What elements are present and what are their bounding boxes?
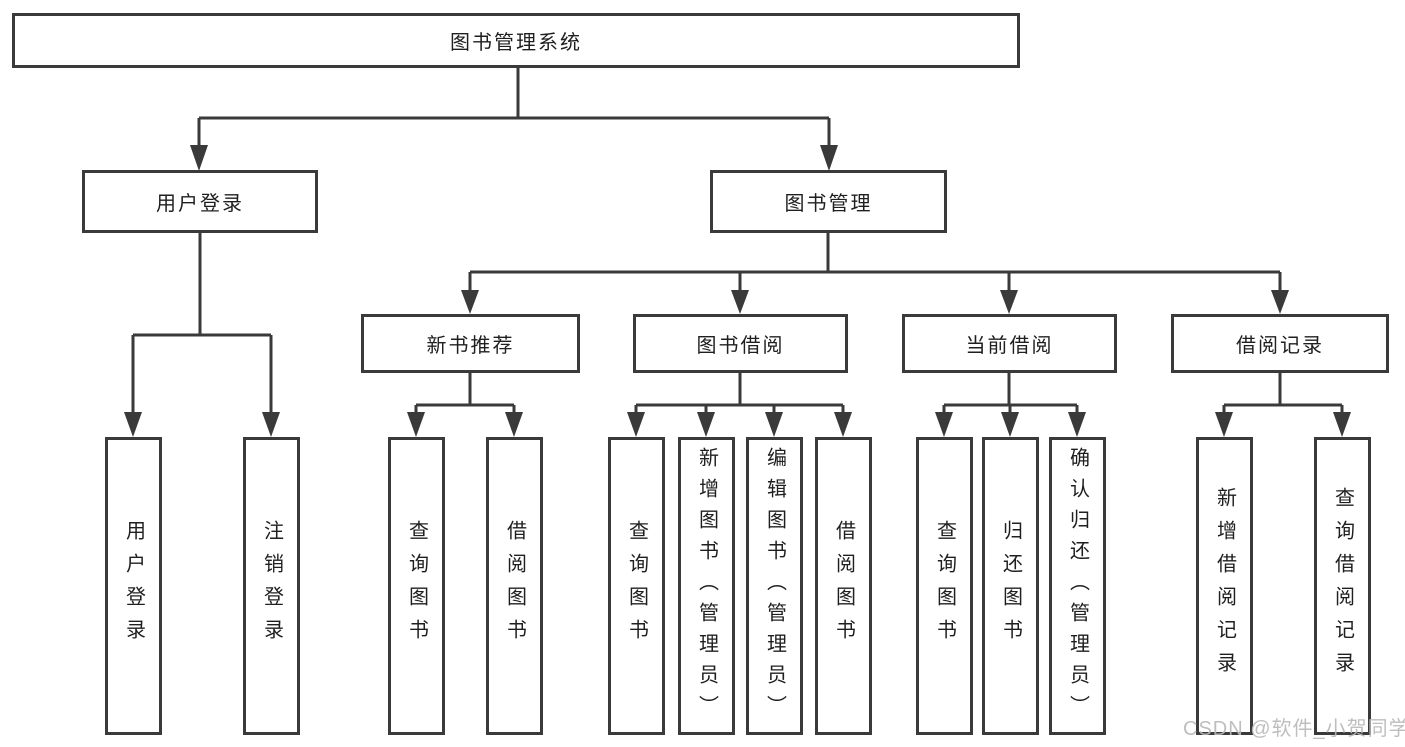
- node-label: 图书借阅: [696, 335, 785, 357]
- leaf-edit-books-admin: 编辑图书（管理员）: [746, 437, 803, 735]
- leaf-add-books-admin: 新增图书（管理员）: [678, 437, 735, 735]
- leaf-borrow-books-recommend: 借阅图书: [486, 437, 543, 735]
- node-label: 用户登录: [156, 193, 244, 215]
- node-book-management-branch: 图书管理: [710, 170, 947, 233]
- node-user-login-branch: 用户登录: [82, 170, 318, 233]
- leaf-query-books-recommend: 查询图书: [388, 437, 445, 735]
- node-label: 借阅图书: [503, 520, 526, 652]
- leaf-query-books-current: 查询图书: [916, 437, 973, 735]
- node-book-borrow: 图书借阅: [633, 314, 848, 373]
- leaf-user-login: 用户登录: [105, 437, 162, 735]
- leaf-return-books: 归还图书: [982, 437, 1039, 735]
- node-label: 图书管理: [784, 193, 873, 215]
- leaf-confirm-return-admin: 确认归还（管理员）: [1049, 437, 1106, 735]
- node-label: 查询图书: [933, 520, 956, 652]
- leaf-query-books-borrow: 查询图书: [608, 437, 665, 735]
- node-label: 归还图书: [999, 520, 1022, 652]
- node-label: 查询图书: [625, 520, 648, 652]
- node-label: 借阅记录: [1236, 335, 1324, 357]
- node-label: 查询图书: [405, 520, 428, 652]
- node-label: 用户登录: [122, 520, 145, 652]
- node-label: 查询借阅记录: [1331, 487, 1354, 685]
- node-new-book-recommend: 新书推荐: [361, 314, 580, 373]
- leaf-query-borrow-record: 查询借阅记录: [1314, 437, 1371, 735]
- node-label: 借阅图书: [832, 520, 855, 652]
- node-label: 新书推荐: [426, 335, 515, 357]
- node-label: 编辑图书（管理员）: [763, 446, 786, 726]
- leaf-logout: 注销登录: [243, 437, 300, 735]
- node-label: 当前借阅: [965, 335, 1054, 357]
- leaf-add-borrow-record: 新增借阅记录: [1196, 437, 1253, 735]
- node-borrow-records: 借阅记录: [1171, 314, 1389, 373]
- node-label: 新增借阅记录: [1213, 487, 1236, 685]
- node-library-system-root: 图书管理系统: [12, 13, 1020, 68]
- node-label: 图书管理系统: [450, 32, 582, 54]
- node-current-borrow: 当前借阅: [902, 314, 1117, 373]
- node-label: 确认归还（管理员）: [1066, 446, 1089, 726]
- csdn-watermark: CSDN @软件_小贺同学: [1183, 718, 1405, 740]
- leaf-borrow-books: 借阅图书: [815, 437, 872, 735]
- node-label: 注销登录: [260, 520, 283, 652]
- node-label: 新增图书（管理员）: [695, 446, 718, 726]
